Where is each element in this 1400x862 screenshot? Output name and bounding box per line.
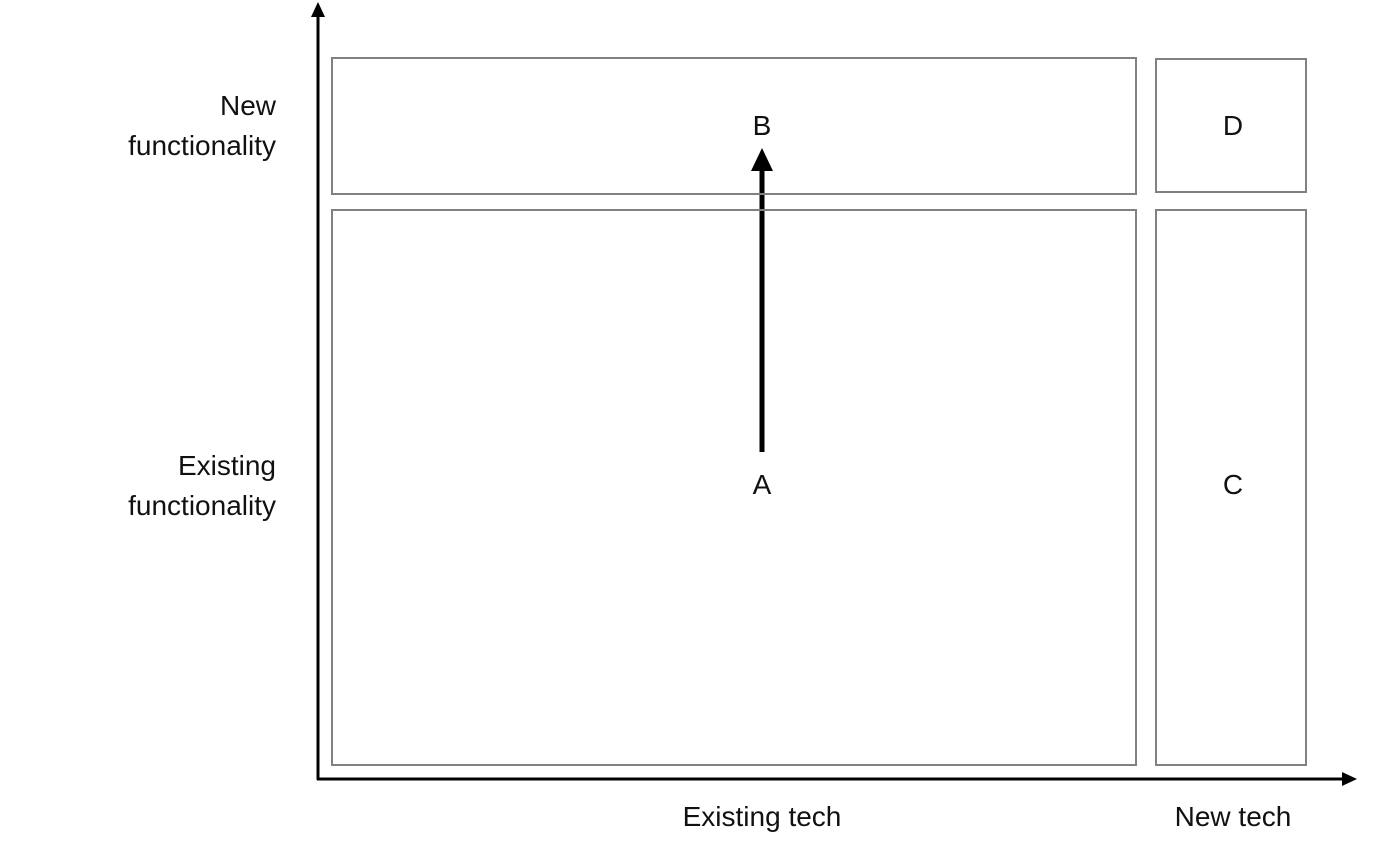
box-a-existing-tech-existing-functionality — [331, 209, 1137, 766]
quadrant-label-c: C — [1222, 469, 1244, 500]
y-axis-label-existing-functionality: Existing functionality — [128, 446, 276, 526]
y-axis-label-new-functionality-line-1: New — [219, 90, 276, 121]
y-axis-arrowhead — [311, 2, 325, 17]
y-axis-label-existing-functionality-line-1: Existing — [177, 450, 276, 481]
x-axis-label-existing-tech: Existing tech — [682, 801, 842, 832]
x-axis-arrowhead — [1342, 772, 1357, 786]
x-axis-label-new-tech: New tech — [1174, 801, 1292, 832]
y-axis-label-existing-functionality-line-2: functionality — [128, 490, 276, 521]
quadrant-label-a: A — [752, 469, 772, 500]
box-d-new-tech-new-functionality — [1155, 58, 1307, 193]
box-b-existing-tech-new-functionality — [331, 57, 1137, 195]
y-axis-label-new-functionality-line-2: functionality — [128, 130, 276, 161]
box-c-new-tech-existing-functionality — [1155, 209, 1307, 766]
quadrant-label-d: D — [1222, 110, 1244, 141]
y-axis-label-new-functionality: New functionality — [128, 86, 276, 166]
quadrant-label-b: B — [752, 110, 772, 141]
arrow-a-to-b-head — [751, 148, 773, 171]
